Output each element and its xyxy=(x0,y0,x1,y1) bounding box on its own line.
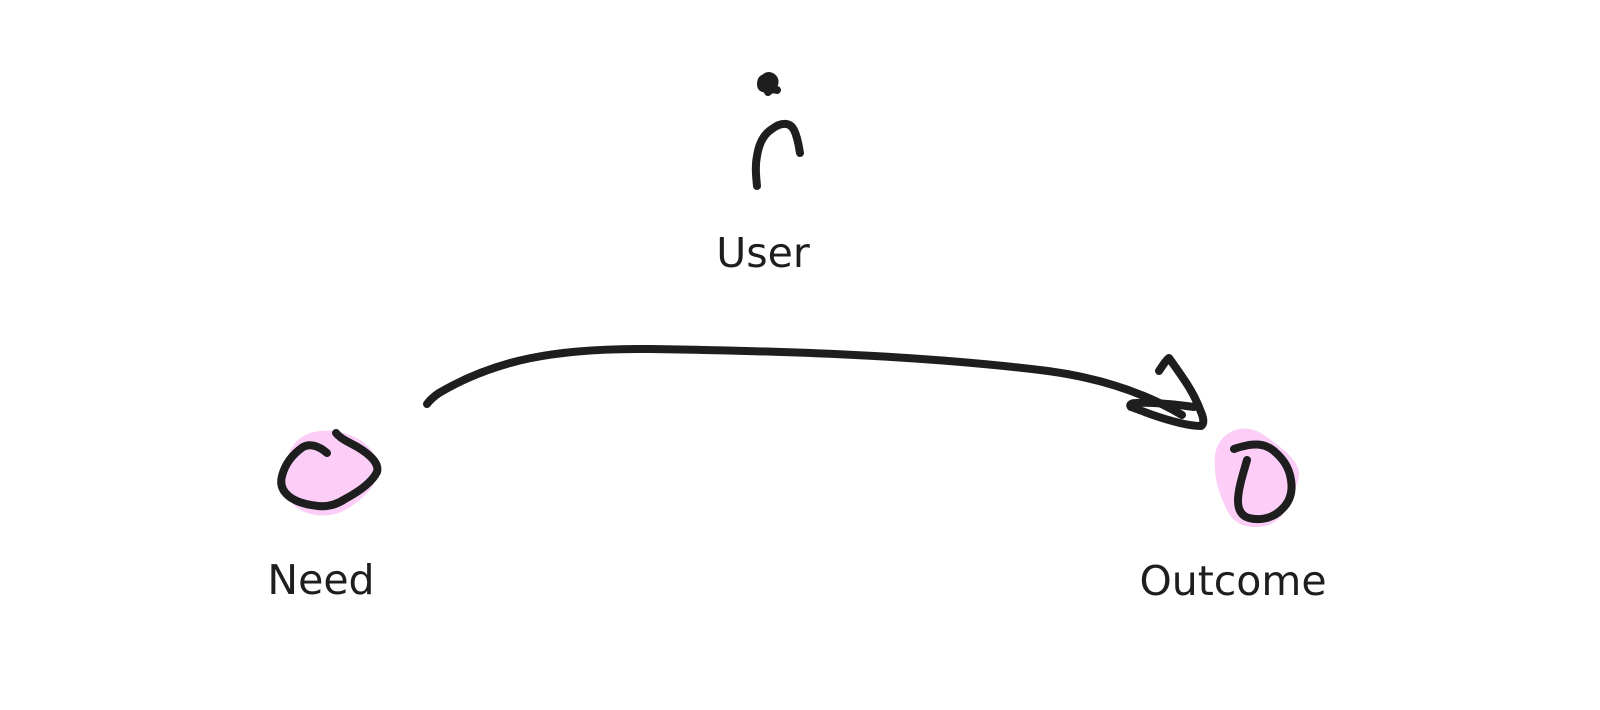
node-label-outcome: Outcome xyxy=(1139,557,1327,605)
need-blob-icon xyxy=(277,429,382,516)
need-to-outcome-arrow xyxy=(423,344,1208,430)
node-label-need: Need xyxy=(267,556,375,604)
node-label-user: User xyxy=(716,229,810,277)
person-icon xyxy=(751,72,804,190)
outcome-blob-icon xyxy=(1214,428,1300,528)
